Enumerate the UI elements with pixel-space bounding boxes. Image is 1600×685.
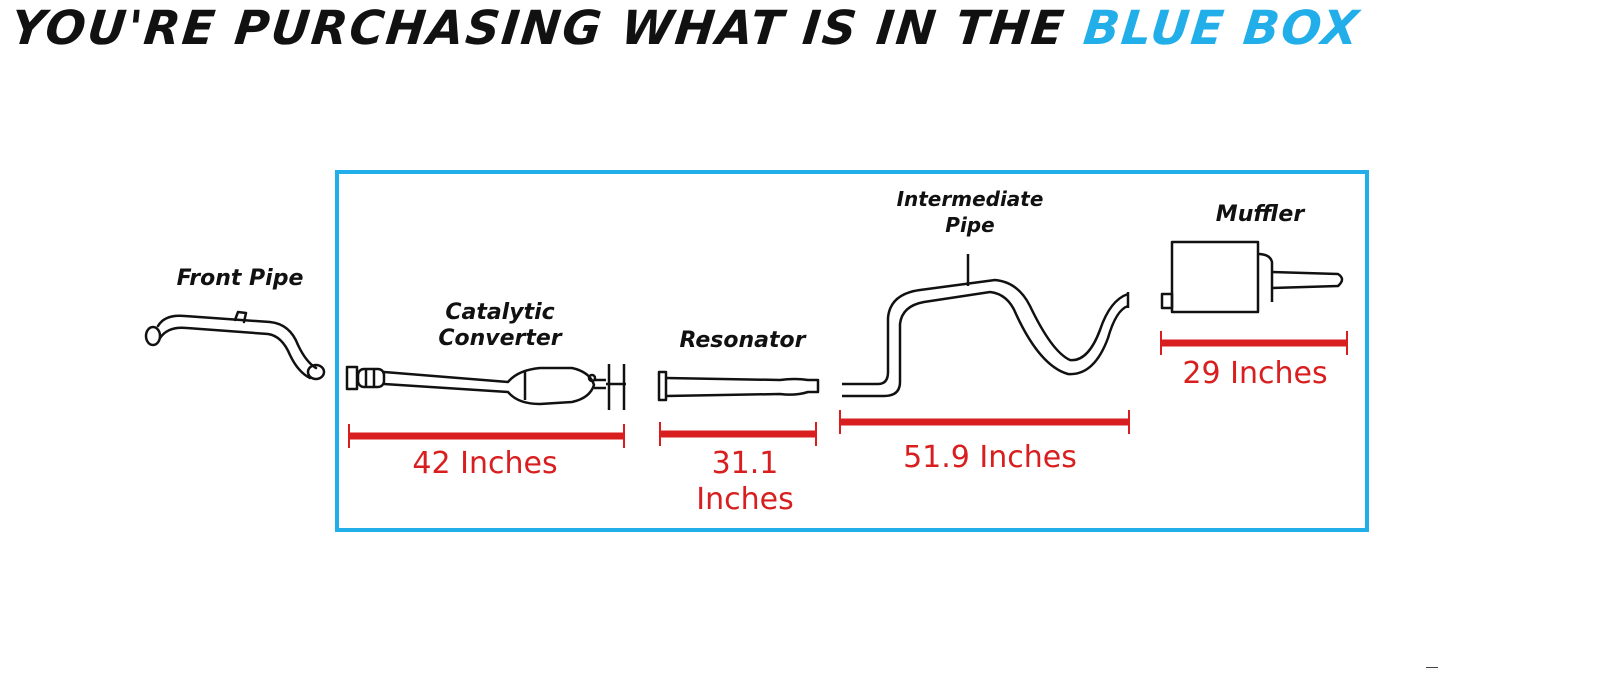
- catalytic-converter-drawing: [345, 364, 626, 410]
- blue-box: [335, 170, 1369, 532]
- intermediate-pipe-label: Intermediate Pipe: [896, 187, 1044, 237]
- muffler-length: 29 Inches: [1182, 356, 1328, 391]
- resonator-length: 31.1 Inches: [696, 446, 794, 517]
- measure-bar-muffler: [1160, 331, 1348, 355]
- intermediate-pipe-length: 51.9 Inches: [903, 440, 1077, 475]
- muffler-drawing: [1160, 240, 1344, 314]
- front-pipe-label: Front Pipe: [176, 266, 304, 291]
- measure-bar-intermediate: [839, 410, 1130, 434]
- resonator-label: Resonator: [679, 328, 806, 353]
- catalytic-converter-label: Catalytic Converter: [438, 300, 562, 351]
- muffler-label: Muffler: [1215, 202, 1305, 227]
- front-pipe-drawing: [144, 310, 326, 381]
- catalytic-converter-length: 42 Inches: [412, 446, 558, 481]
- intermediate-pipe-drawing: [842, 254, 1130, 398]
- measure-bar-resonator: [659, 422, 817, 446]
- corner-mark: [1426, 667, 1438, 668]
- measure-bar-catalytic: [348, 424, 625, 448]
- resonator-drawing: [657, 370, 820, 402]
